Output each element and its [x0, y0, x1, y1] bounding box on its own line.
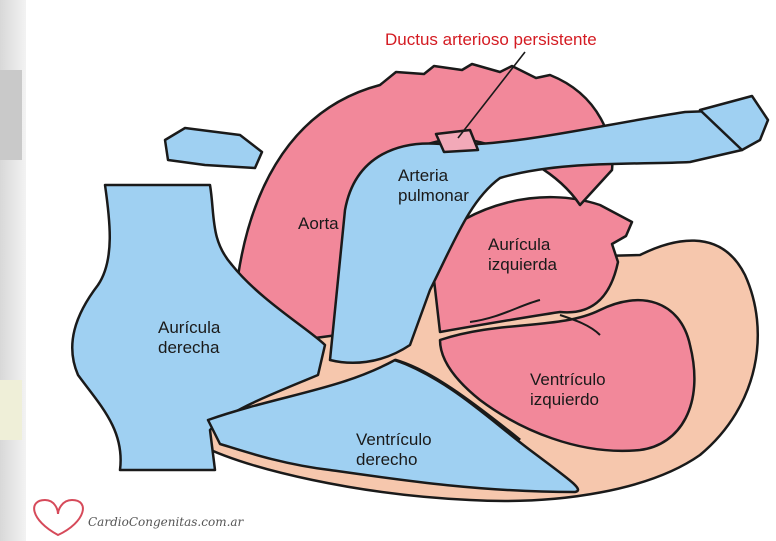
label-right-atrium: Aurícula derecha — [158, 318, 220, 358]
brand-logo-heart — [34, 500, 83, 535]
ductus-arteriosus — [436, 130, 478, 152]
label-aorta: Aorta — [298, 214, 339, 234]
label-right-ventricle: Ventrículo derecho — [356, 430, 432, 470]
label-left-ventricle: Ventrículo izquierdo — [530, 370, 606, 410]
brand-watermark: CardioCongenitas.com.ar — [88, 515, 243, 529]
upper-vessel-left — [165, 128, 262, 168]
diagram-title: Ductus arterioso persistente — [385, 30, 597, 50]
label-left-atrium: Aurícula izquierda — [488, 235, 557, 275]
label-pulmonary-artery: Arteria pulmonar — [398, 166, 469, 206]
